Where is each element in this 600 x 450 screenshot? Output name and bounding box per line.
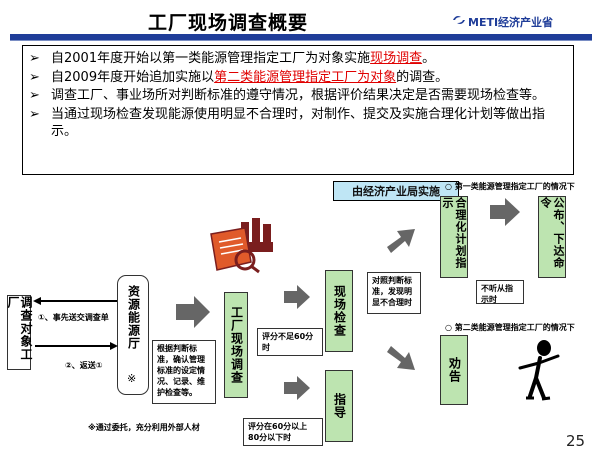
block-arrow-icon (284, 376, 310, 400)
not-follow-note: 不听从指示时 (476, 280, 524, 304)
case2-label: ○ 第二类能源管理指定工厂的情况下 (445, 323, 575, 332)
block-arrow-icon (284, 285, 310, 309)
block-arrow-icon (490, 198, 520, 226)
page-title: 工厂现场调查概要 (148, 12, 309, 34)
block-arrow-icon (176, 296, 210, 328)
header-rule-thin (10, 40, 592, 41)
bullet-item: ➢自2009年度开始追加实施以第二类能源管理指定工厂为对象的调查。 (29, 69, 449, 85)
meti-logo-icon (453, 16, 465, 24)
plan-instruction-box: 合理化计划指示 (440, 196, 468, 278)
inspection-note: 对照判断标准，发现明显不合理时 (367, 272, 421, 314)
header-rule (10, 34, 592, 40)
bullet-item: ➢调查工厂、事业场所对判断标准的遵守情况，根据评价结果决定是否需要现场检查等。 (29, 88, 546, 103)
arrow-bullet-icon: ➢ (29, 106, 40, 122)
guidance-box: 指导 (325, 370, 353, 442)
exchange-arrows (33, 297, 118, 350)
bullet-item: ➢自2001年度开始以第一类能源管理指定工厂为对象实施现场调查。 (29, 51, 436, 66)
recommend-box: 劝告 (440, 335, 468, 405)
target-factory-box: 调查对象工厂 (6, 295, 33, 370)
brand-label: METI经济产业省 (468, 16, 554, 29)
page-number: 25 (566, 432, 586, 450)
bullet-item: ➢当通过现场检查发现能源使用明显不合理时，对制作、提交及实施合理化计划等做出指示… (29, 106, 546, 140)
footnote: ※通过委托，充分利用外部人材 (88, 423, 200, 432)
bullet-list: ➢自2001年度开始以第一类能源管理指定工厂为对象实施现场调查。 ➢自2009年… (22, 45, 574, 175)
agency-note: 根据判断标准，确认管理标准的设定情况、记录、维护检查等。 (152, 340, 216, 404)
implementer-ribbon: 由经济产业局实施 (333, 181, 459, 201)
arrow-bullet-icon: ➢ (29, 51, 40, 66)
publish-order-box: 公布、下达命令 (538, 196, 566, 278)
block-arrow-up-icon (387, 229, 415, 253)
factory-document-icon (210, 218, 273, 274)
agency-box (117, 275, 149, 395)
arrow-bullet-icon: ➢ (29, 88, 40, 103)
score-low-note: 评分不足60分时 (257, 328, 323, 356)
block-arrow-down-icon (387, 346, 415, 370)
agency-mark: ※ (127, 372, 137, 385)
onsite-inspection-box: 现场检查 (325, 270, 353, 352)
arrow-bullet-icon: ➢ (29, 69, 40, 85)
step2-label: ②、返送① (65, 361, 103, 370)
agency-label: 资源能源厅 (126, 284, 141, 350)
step1-label: ①、事先送交调查单 (38, 313, 109, 322)
score-high-note: 评分在60分以上80分以下时 (243, 418, 323, 446)
pointing-person-icon (518, 340, 560, 401)
case1-label: ○ 第一类能源管理指定工厂的情况下 (445, 182, 575, 191)
onsite-survey-box: 工厂现场调查 (224, 292, 248, 398)
